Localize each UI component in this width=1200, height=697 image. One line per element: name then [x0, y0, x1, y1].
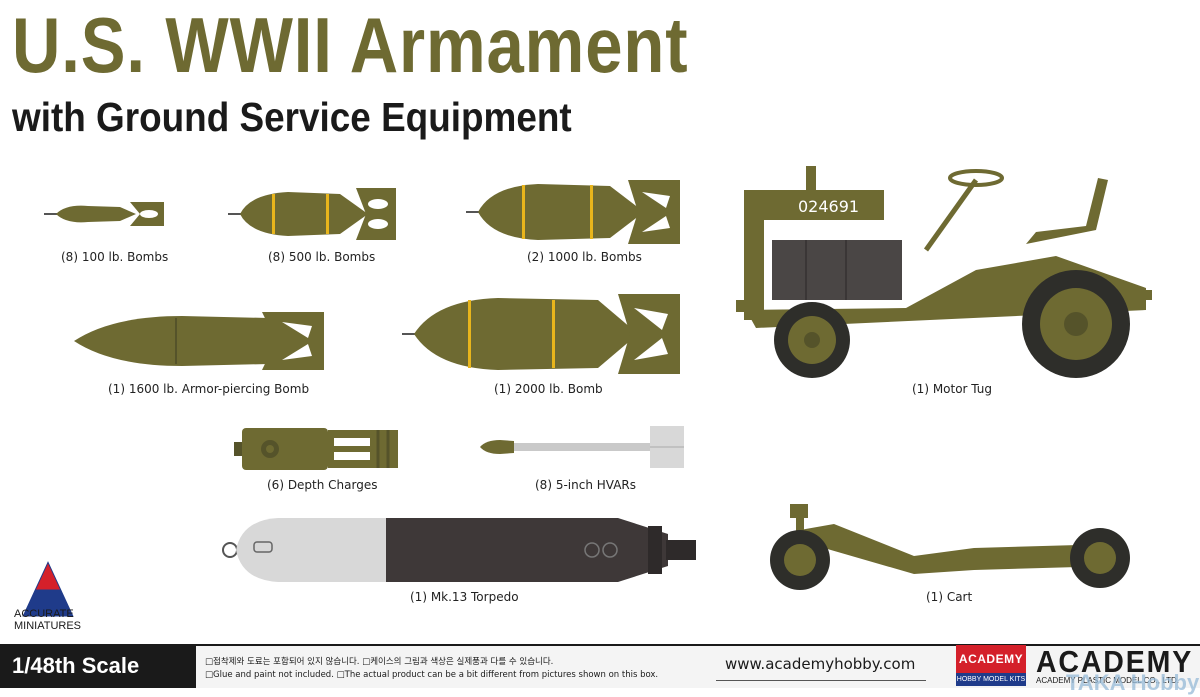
accurate-miniatures-logo: [22, 561, 74, 617]
website-underline: [716, 680, 926, 681]
label-1600lb-bomb: (1) 1600 lb. Armor-piercing Bomb: [108, 382, 310, 396]
notice-english: □Glue and paint not included. □The actua…: [205, 670, 659, 680]
tug-serial-number: 024691: [798, 197, 859, 216]
torpedo-illustration: [222, 518, 696, 582]
notice-text: □접착제와 도료는 포함되어 있지 않습니다. □케이스의 그림과 색상은 실제…: [205, 656, 658, 682]
website-link[interactable]: www.academyhobby.com: [725, 655, 916, 673]
bomb-1000lb-illustration: [466, 180, 680, 244]
am-line2: MINIATURES: [14, 620, 82, 632]
academy-corp-name: ACADEMY PLASTIC MODEL CO., LTD.: [1036, 676, 1179, 685]
label-motor-tug: (1) Motor Tug: [912, 382, 993, 396]
page-subtitle: with Ground Service Equipment: [12, 94, 572, 140]
page-title: U.S. WWII Armament: [12, 1, 689, 89]
hvar-rocket-illustration: [480, 426, 684, 468]
watermark: TAKA Hobby: [1066, 670, 1200, 695]
academy-badge-logo: ACADEMY HOBBY MODEL KITS: [956, 645, 1026, 687]
label-1000lb-bombs: (2) 1000 lb. Bombs: [527, 250, 642, 264]
am-line1: ACCURATE: [14, 608, 74, 620]
label-hvars: (8) 5-inch HVARs: [535, 478, 636, 492]
label-torpedo: (1) Mk.13 Torpedo: [410, 590, 519, 604]
bomb-1600lb-illustration: [74, 312, 324, 370]
label-500lb-bombs: (8) 500 lb. Bombs: [268, 250, 376, 264]
bomb-500lb-illustration: [228, 188, 396, 240]
depth-charge-illustration: [234, 428, 398, 470]
label-cart: (1) Cart: [926, 590, 973, 604]
badge-bottom: HOBBY MODEL KITS: [956, 673, 1026, 686]
label-100lb-bombs: (8) 100 lb. Bombs: [61, 250, 169, 264]
badge-top: ACADEMY: [956, 645, 1026, 673]
bomb-2000lb-illustration: [402, 294, 680, 374]
notice-korean: □접착제와 도료는 포함되어 있지 않습니다. □케이스의 그림과 색상은 실제…: [205, 657, 554, 667]
label-depth-charges: (6) Depth Charges: [267, 478, 378, 492]
accurate-miniatures-text: ACCURATE MINIATURES: [14, 608, 81, 632]
motor-tug-illustration: 024691: [736, 166, 1152, 378]
scale-label: 1/48th Scale: [0, 644, 196, 688]
bomb-100lb-illustration: [44, 202, 164, 226]
academy-wordmark: ACADEMY: [1036, 644, 1194, 679]
cart-illustration: [770, 504, 1130, 590]
label-2000lb-bomb: (1) 2000 lb. Bomb: [494, 382, 603, 396]
